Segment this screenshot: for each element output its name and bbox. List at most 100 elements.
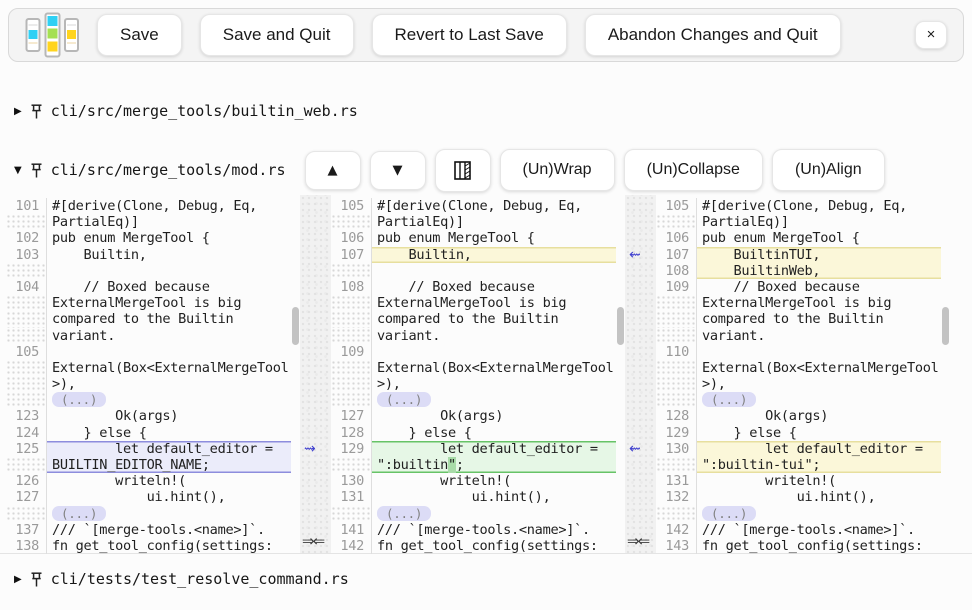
merge-arrow-icon[interactable]: ⇜ [629,246,641,263]
close-button[interactable]: × [915,21,947,49]
code-line[interactable]: /// `[merge-tools.<name>]`. [696,521,941,538]
code-line[interactable] [371,343,616,360]
code-line[interactable]: pub enum MergeTool { [371,230,616,247]
code-line[interactable]: ":builtin-tui"; [696,457,941,474]
code-line[interactable]: Ok(args) [371,408,616,425]
code-line[interactable]: >), [696,376,941,393]
collapsed-lines-pill[interactable]: (...) [52,392,107,408]
code-line[interactable]: PartialEq)] [696,214,941,231]
collapsed-lines-pill[interactable]: (...) [377,392,432,408]
code-line[interactable]: BuiltinWeb, [696,262,941,279]
scrollbar-thumb[interactable] [617,307,624,345]
revert-to-last-save-button[interactable]: Revert to Last Save [371,14,567,56]
code-line[interactable]: compared to the Builtin [46,311,291,328]
columns-layout-button[interactable] [434,148,491,192]
pane-left[interactable]: 101#[derive(Clone, Debug, Eq,PartialEq)]… [6,195,300,555]
code-line[interactable]: ":builtin"; [371,457,616,474]
code-line[interactable]: BuiltinTUI, [696,246,941,263]
code-line[interactable]: (...) [371,505,616,522]
code-line[interactable]: let default_editor = [371,440,616,457]
align-ends-icon[interactable]: ⇒⇐ [627,532,650,550]
scrollbar[interactable] [292,195,300,553]
code-line[interactable]: fn get_tool_config(settings: [371,537,616,555]
code-line[interactable]: #[derive(Clone, Debug, Eq, [696,198,941,215]
scrollbar[interactable] [942,195,950,553]
merge-arrow-icon[interactable]: ⇝ [304,441,316,457]
code-line[interactable] [371,262,616,279]
collapsed-lines-pill[interactable]: (...) [52,505,107,521]
collapsed-lines-pill[interactable]: (...) [702,392,757,408]
align-ends-icon[interactable]: ⇒⇐ [302,532,325,550]
unalign-button[interactable]: (Un)Align [771,149,885,191]
code-line[interactable]: PartialEq)] [371,214,616,231]
code-line[interactable]: writeln!( [696,473,941,490]
code-line[interactable]: writeln!( [46,473,291,490]
code-line[interactable]: (...) [46,392,291,409]
code-line[interactable]: ui.hint(), [46,489,291,506]
code-line[interactable]: PartialEq)] [46,214,291,231]
code-line[interactable]: } else { [696,424,941,441]
code-line[interactable]: variant. [371,327,616,344]
unwrap-button[interactable]: (Un)Wrap [499,149,615,191]
code-line[interactable]: pub enum MergeTool { [46,230,291,247]
file-header-test-resolve-command[interactable]: ▶ cli/tests/test_resolve_command.rs [0,568,972,590]
merge-arrow-icon[interactable]: ⇜ [629,441,641,457]
uncollapse-button[interactable]: (Un)Collapse [623,149,763,191]
code-line[interactable]: Ok(args) [696,408,941,425]
code-line[interactable]: Builtin, [46,246,291,263]
code-line[interactable]: // Boxed because [696,278,941,296]
scroll-down-button[interactable]: ▼ [369,150,426,190]
abandon-changes-and-quit-button[interactable]: Abandon Changes and Quit [584,14,841,56]
code-line[interactable]: BUILTIN_EDITOR_NAME; [46,457,291,474]
code-line[interactable]: fn get_tool_config(settings: [696,537,941,555]
code-line[interactable]: (...) [46,505,291,522]
code-line[interactable]: External(Box<ExternalMergeTool [46,359,291,377]
scrollbar[interactable] [617,195,625,553]
code-line[interactable]: pub enum MergeTool { [696,230,941,247]
code-line[interactable]: Ok(args) [46,408,291,425]
code-line[interactable]: (...) [696,392,941,409]
code-line[interactable]: // Boxed because [46,278,291,296]
code-line[interactable]: (...) [696,505,941,522]
save-and-quit-button[interactable]: Save and Quit [199,14,354,56]
file-header-builtin-web[interactable]: ▶ cli/src/merge_tools/builtin_web.rs [0,100,972,122]
scrollbar-thumb[interactable] [292,307,299,345]
code-line[interactable]: compared to the Builtin [696,311,941,328]
collapsed-lines-pill[interactable]: (...) [377,505,432,521]
scroll-up-button[interactable]: ▲ [304,150,361,190]
code-line[interactable]: /// `[merge-tools.<name>]`. [46,521,291,538]
code-line[interactable]: let default_editor = [46,440,291,457]
pane-right[interactable]: 105#[derive(Clone, Debug, Eq,PartialEq)]… [656,195,950,555]
code-line[interactable]: ui.hint(), [696,489,941,506]
code-line[interactable] [696,343,941,360]
file-header-mod-rs[interactable]: ▼ cli/src/merge_tools/mod.rs ▲ ▼ (Un)Wra… [0,147,972,193]
collapsed-lines-pill[interactable]: (...) [702,505,757,521]
code-line[interactable]: ExternalMergeTool is big [46,295,291,312]
code-line[interactable]: writeln!( [371,473,616,490]
code-line[interactable] [46,343,291,360]
code-line[interactable]: #[derive(Clone, Debug, Eq, [371,198,616,215]
code-line[interactable]: variant. [46,327,291,344]
save-button[interactable]: Save [97,14,182,56]
code-line[interactable]: } else { [46,424,291,441]
code-line[interactable]: Builtin, [371,246,616,263]
code-line[interactable]: >), [371,376,616,393]
code-line[interactable]: External(Box<ExternalMergeTool [371,359,616,377]
pane-middle[interactable]: 105#[derive(Clone, Debug, Eq,PartialEq)]… [331,195,625,555]
code-line[interactable]: // Boxed because [371,278,616,296]
code-line[interactable]: let default_editor = [696,440,941,457]
code-line[interactable]: compared to the Builtin [371,311,616,328]
code-line[interactable]: #[derive(Clone, Debug, Eq, [46,198,291,215]
scrollbar-thumb[interactable] [942,307,949,345]
code-line[interactable]: >), [46,376,291,393]
code-line[interactable] [46,262,291,279]
code-line[interactable]: /// `[merge-tools.<name>]`. [371,521,616,538]
code-line[interactable]: ui.hint(), [371,489,616,506]
code-line[interactable]: fn get_tool_config(settings: [46,537,291,555]
code-line[interactable]: ExternalMergeTool is big [696,295,941,312]
code-line[interactable]: ExternalMergeTool is big [371,295,616,312]
code-line[interactable]: } else { [371,424,616,441]
code-line[interactable]: External(Box<ExternalMergeTool [696,359,941,377]
code-line[interactable]: (...) [371,392,616,409]
code-line[interactable]: variant. [696,327,941,344]
